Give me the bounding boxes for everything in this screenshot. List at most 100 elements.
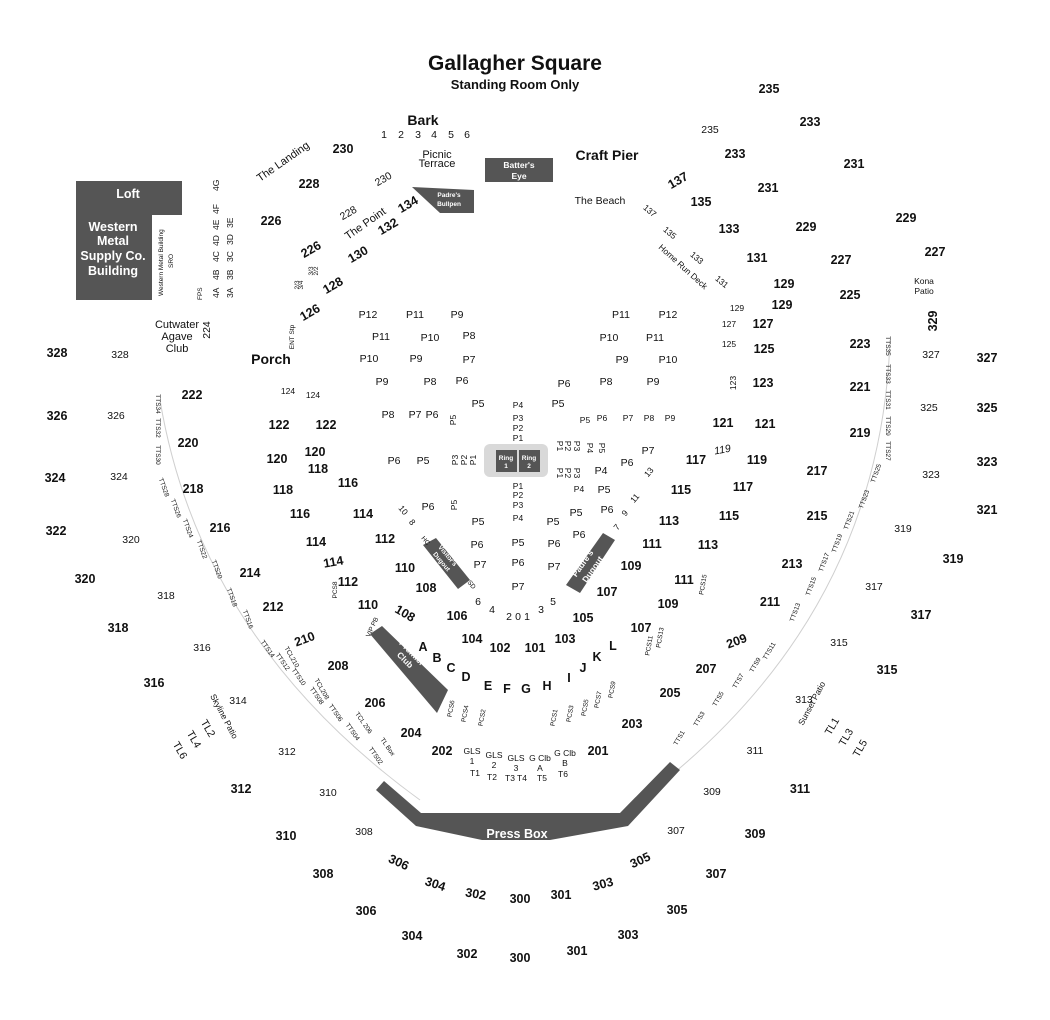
section-123: 123 bbox=[728, 376, 738, 390]
label-f4: 3/4 bbox=[298, 280, 305, 289]
row-E: E bbox=[484, 679, 492, 693]
section-305: 305 bbox=[667, 903, 688, 917]
pit-center[interactable]: P4 P3 P2 P1 P1 P2 P3 P4 P5 P6 P7 P6 P5 P… bbox=[388, 400, 614, 593]
tts-label: TTS9 bbox=[749, 656, 763, 674]
pit-P8: P8 bbox=[644, 413, 655, 423]
padres-bullpen[interactable]: Padre's Bullpen bbox=[412, 187, 474, 213]
tts-label: TTS33 bbox=[884, 364, 891, 384]
venue-subtitle: Standing Room Only bbox=[451, 77, 580, 92]
tts-label: TTS34 bbox=[154, 394, 161, 414]
label-9: 9 bbox=[619, 508, 630, 518]
pit-P1: P1 bbox=[555, 441, 565, 452]
section-235: 235 bbox=[701, 124, 719, 136]
tts-label: TTS5 bbox=[712, 690, 726, 708]
section-128: 128 bbox=[320, 274, 345, 297]
bark-row: 4 bbox=[431, 129, 437, 141]
batters-eye[interactable]: Batter's Eye bbox=[485, 158, 553, 182]
pit-left[interactable]: P12 P11 P9 P11 P10 P8 P10 P9 P7 P9 P8 P6… bbox=[359, 309, 485, 421]
tl-label: TL2 bbox=[198, 718, 218, 740]
row-D: D bbox=[461, 670, 470, 684]
tts-label: TTS26 bbox=[169, 498, 182, 519]
upper-level-300s[interactable]: 300 300 301 301 302 302 303 303 304 304 … bbox=[45, 311, 998, 965]
press-box[interactable]: Press Box bbox=[376, 762, 680, 841]
tl-label: TL4 bbox=[184, 729, 204, 751]
pit-P9: P9 bbox=[376, 376, 389, 388]
section-115: 115 bbox=[671, 483, 691, 497]
section-121: 121 bbox=[713, 416, 734, 430]
tts-label: TTS10 bbox=[290, 667, 307, 687]
section-328: 328 bbox=[47, 346, 68, 360]
section-228: 228 bbox=[338, 204, 359, 223]
picnic-terrace-label: Terrace bbox=[419, 158, 456, 170]
pit-P1: P1 bbox=[468, 455, 478, 466]
pit-P6: P6 bbox=[597, 413, 608, 423]
tts-label: TTS14 bbox=[259, 639, 276, 659]
pit-P11: P11 bbox=[406, 309, 424, 321]
label-11: 11 bbox=[628, 491, 642, 504]
section-127: 127 bbox=[722, 319, 736, 329]
row-B: B bbox=[432, 651, 441, 665]
section-116: 116 bbox=[338, 476, 358, 490]
section-328: 328 bbox=[111, 349, 129, 361]
section-108: 108 bbox=[416, 581, 437, 595]
section-230: 230 bbox=[333, 142, 354, 156]
pit-P7: P7 bbox=[548, 561, 561, 573]
field-suites[interactable]: GLS 1 GLS 2 GLS 3 G Clb A G Clb B T1 T2 … bbox=[463, 746, 576, 783]
porch-label: Porch bbox=[251, 351, 291, 367]
section-122: 122 bbox=[269, 418, 290, 432]
the-beach-label: The Beach bbox=[575, 195, 626, 207]
western-metal-label: Building bbox=[88, 264, 138, 278]
section-123: 123 bbox=[753, 376, 774, 390]
box-4F: 4F bbox=[211, 204, 221, 214]
field-row: 6 bbox=[475, 596, 481, 608]
tl-label: TL5 bbox=[851, 738, 871, 760]
pit-P3: P3 bbox=[572, 441, 582, 452]
pit-P2: P2 bbox=[513, 423, 524, 433]
section-309: 309 bbox=[745, 827, 766, 841]
ring-2-label: 2 bbox=[527, 463, 531, 470]
box-seats-left: 4G 4F 4E 4D 4C 4B 4A 3E 3D 3C 3B 3A bbox=[211, 180, 235, 298]
tts-label: TTS11 bbox=[762, 641, 778, 661]
field-row: 1 bbox=[524, 611, 530, 623]
label-pcs8: PCS8 bbox=[332, 581, 339, 598]
suite-T3: T3 bbox=[505, 773, 515, 783]
pit-right[interactable]: P11 P12 P10 P11 P9 P10 P6 P8 P9 P5 P5 P6… bbox=[552, 309, 678, 469]
pit-P4: P4 bbox=[513, 400, 524, 410]
craft-pier-label: Craft Pier bbox=[575, 147, 639, 163]
western-metal-building[interactable]: Loft Western Metal Supply Co. Building bbox=[76, 181, 182, 300]
tts-label: TTS27 bbox=[884, 441, 891, 461]
section-219: 219 bbox=[850, 426, 871, 440]
section-214: 214 bbox=[240, 566, 261, 580]
ring-stage[interactable]: Ring 1 Ring 2 bbox=[484, 444, 548, 477]
section-125: 125 bbox=[722, 339, 736, 349]
pit-P11: P11 bbox=[372, 331, 390, 343]
section-133: 133 bbox=[719, 222, 740, 236]
section-135: 135 bbox=[691, 195, 712, 209]
tts-label: TTS21 bbox=[843, 510, 856, 531]
mid-level-200s[interactable]: 201 202 203 204 205 206 207 208 209 210 … bbox=[178, 82, 946, 758]
pit-P12: P12 bbox=[659, 309, 678, 321]
field-row: 4 bbox=[489, 604, 495, 616]
padres-dugout[interactable]: Padre's Dugout bbox=[566, 533, 615, 593]
suite-T6: T6 bbox=[558, 769, 568, 779]
lower-level-100s[interactable]: 101 102 103 104 105 106 107 107 108 108 … bbox=[267, 169, 795, 655]
section-127: 127 bbox=[753, 317, 774, 331]
section-230: 230 bbox=[373, 170, 394, 189]
pit-P5: P5 bbox=[417, 455, 430, 467]
pit-P6: P6 bbox=[512, 557, 525, 569]
row-F: F bbox=[503, 682, 511, 696]
section-301: 301 bbox=[551, 888, 572, 902]
row-K: K bbox=[592, 650, 601, 664]
section-312: 312 bbox=[278, 746, 296, 758]
premier-club[interactable]: Premier Club bbox=[370, 626, 448, 713]
tts-label: TTS32 bbox=[154, 418, 161, 438]
section-323: 323 bbox=[977, 455, 998, 469]
pit-P2: P2 bbox=[459, 455, 469, 466]
section-329: 329 bbox=[926, 311, 940, 332]
section-222: 222 bbox=[182, 388, 203, 402]
section-316: 316 bbox=[193, 642, 211, 654]
section-201: 201 bbox=[588, 744, 609, 758]
section-235: 235 bbox=[759, 82, 780, 96]
pit-P12: P12 bbox=[359, 309, 378, 321]
tts-label: TTS06 bbox=[327, 703, 344, 723]
